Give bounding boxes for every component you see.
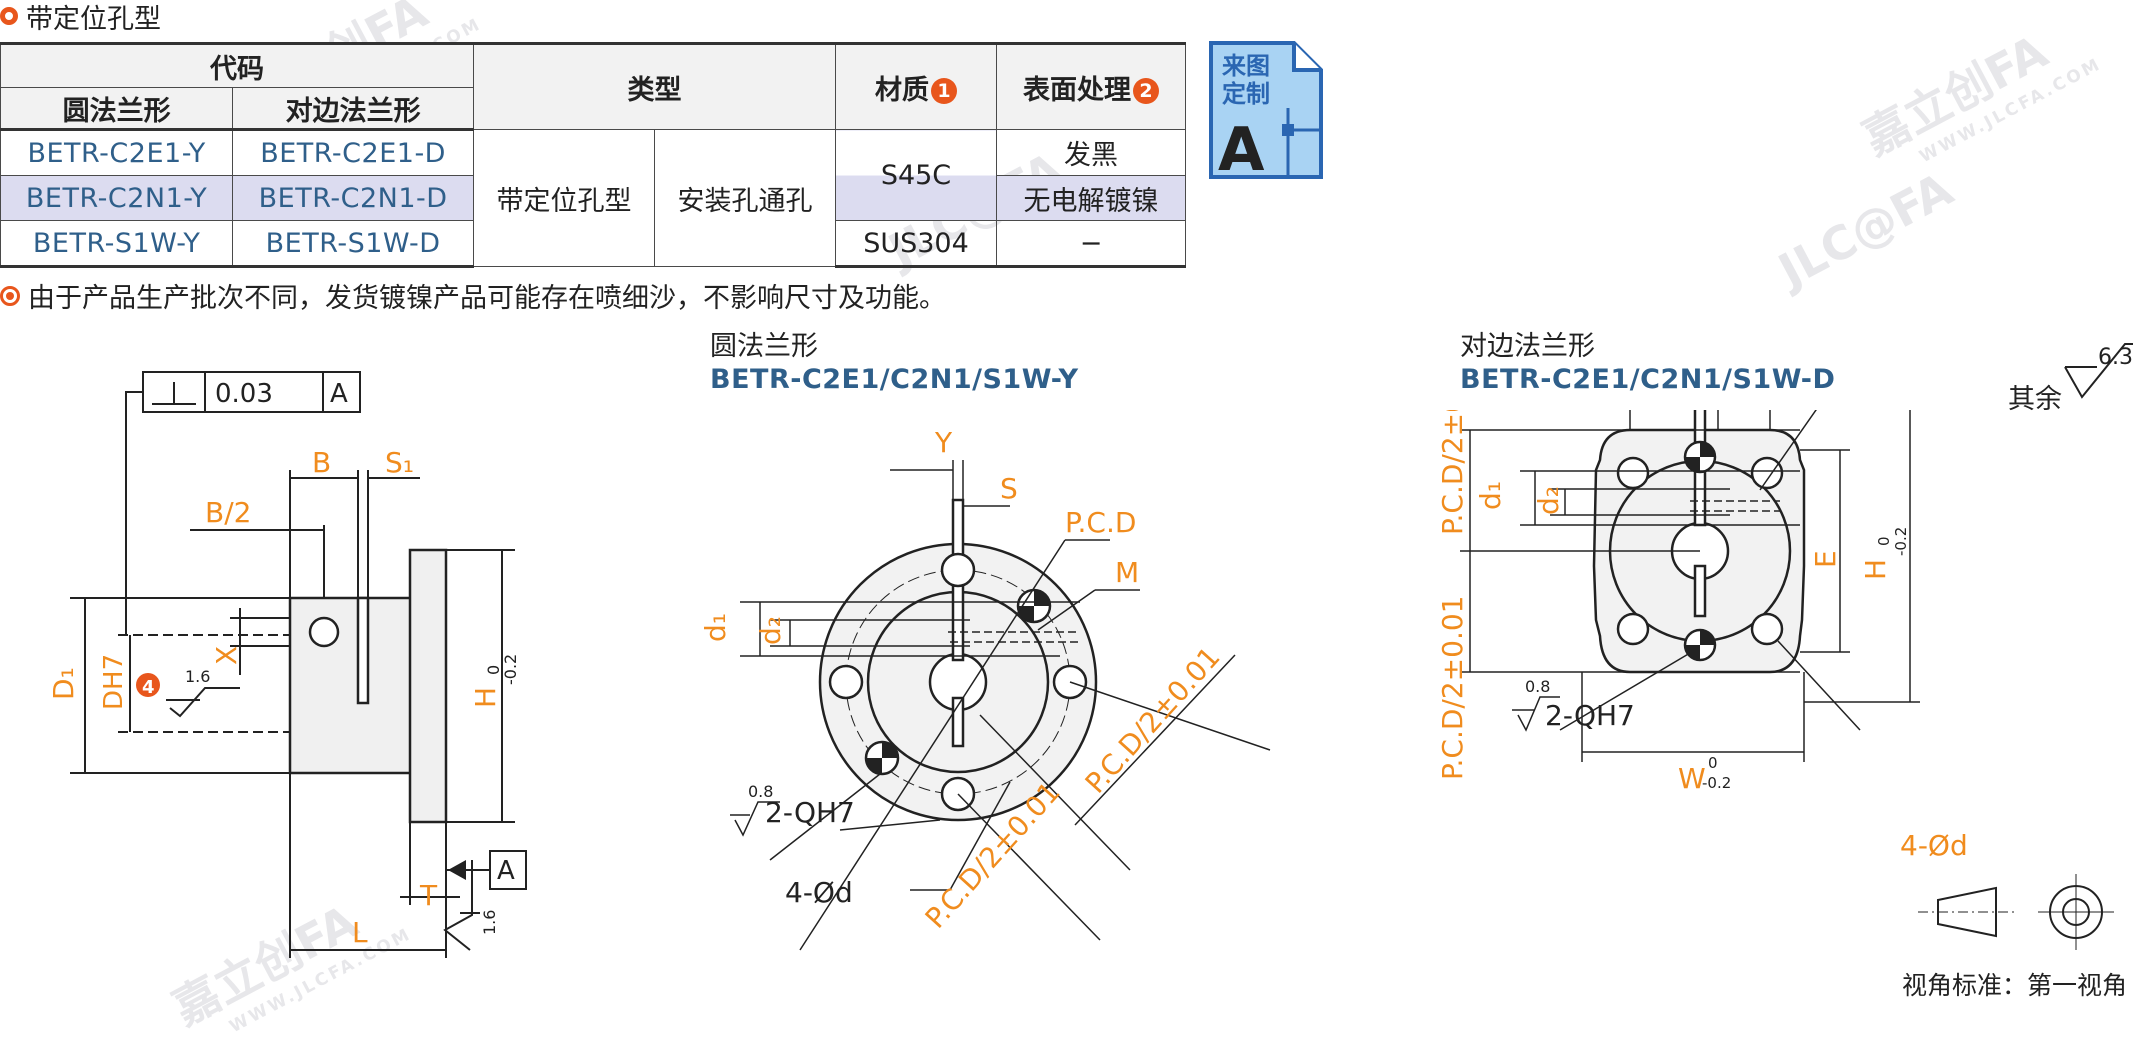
code-cell: BETR-C2N1-Y	[0, 175, 234, 221]
surface-cell: 发黑	[996, 129, 1186, 176]
svg-text:定制: 定制	[1222, 80, 1270, 108]
svg-text:H: H	[469, 687, 502, 708]
svg-text:6.3: 6.3	[2098, 345, 2133, 370]
projection-symbol-icon	[1918, 874, 2114, 950]
svg-text:H: H	[1859, 559, 1892, 580]
svg-text:P.C.D/2±0.01: P.C.D/2±0.01	[1079, 640, 1227, 799]
svg-text:-0.2: -0.2	[1892, 527, 1910, 556]
circle-bullet-icon	[0, 7, 18, 25]
roughness-symbol-icon: 6.3	[2064, 343, 2133, 399]
svg-text:d₁: d₁	[1474, 481, 1507, 510]
svg-text:W: W	[1678, 762, 1706, 795]
header-round: 圆法兰形	[0, 87, 234, 131]
round-flange-drawing: Y S P.C.D M d₁ d₂ P.C.D/2±0.01 P.C.D/2±0…	[699, 426, 1271, 951]
side-view-drawing: B S₁ B/2 D₁ DH7 X H T L 0.03 A A 1.6 0 -…	[47, 371, 527, 958]
svg-text:T: T	[419, 879, 438, 912]
svg-text:d₂: d₂	[754, 616, 787, 645]
svg-text:2-QH7: 2-QH7	[765, 796, 855, 829]
production-note: 由于产品生产批次不同，发货镀镍产品可能存在喷细沙，不影响尺寸及功能。	[0, 276, 946, 315]
projection-standard: 视角标准：第一视角	[1901, 971, 2127, 1000]
svg-text:D₁: D₁	[47, 667, 80, 700]
watermark-logo: JLC@FA	[1770, 161, 1962, 298]
svg-text:0: 0	[484, 665, 503, 675]
svg-text:d₂: d₂	[1532, 486, 1565, 515]
svg-text:A: A	[1218, 115, 1265, 180]
svg-text:4-Ød: 4-Ød	[785, 876, 853, 909]
surface-cell: 无电解镀镍	[996, 175, 1186, 221]
type-cell: 安装孔通孔	[654, 129, 836, 267]
svg-text:B: B	[312, 446, 331, 479]
code-cell: BETR-C2E1-Y	[0, 129, 234, 176]
note-badge: 1	[931, 77, 957, 104]
svg-text:P.C.D: P.C.D	[1065, 506, 1136, 539]
svg-text:E: E	[1809, 550, 1842, 568]
svg-text:0.8: 0.8	[1525, 677, 1550, 696]
svg-text:-0.2: -0.2	[1702, 774, 1731, 792]
svg-text:4: 4	[142, 677, 155, 698]
surface-cell: −	[996, 220, 1186, 268]
svg-text:S₁: S₁	[385, 446, 414, 479]
svg-text:A: A	[497, 856, 515, 886]
code-cell: BETR-S1W-D	[232, 220, 474, 268]
code-cell: BETR-C2E1-D	[232, 129, 474, 176]
document-icon: 来图 定制 A	[1209, 41, 1323, 185]
svg-text:4-Ød: 4-Ød	[1900, 829, 1968, 862]
header-type: 类型	[473, 42, 836, 130]
round-view-header: 圆法兰形 BETR-C2E1/C2N1/S1W-Y	[710, 331, 1079, 395]
svg-text:0: 0	[1708, 754, 1718, 772]
svg-text:0.03: 0.03	[215, 379, 273, 409]
svg-text:B/2: B/2	[205, 496, 251, 529]
svg-text:-0.2: -0.2	[501, 654, 520, 685]
material-cell: SUS304	[835, 220, 997, 268]
svg-text:0: 0	[1875, 536, 1893, 546]
type-cell: 带定位孔型	[473, 129, 655, 267]
opposite-view-header: 对边法兰形 BETR-C2E1/C2N1/S1W-D	[1460, 331, 1836, 395]
svg-text:DH7: DH7	[99, 654, 129, 710]
custom-drawing-badge[interactable]: 来图 定制 A	[1208, 40, 1324, 185]
opposite-flange-drawing: F Y S M d₁ d₂ E H P.C.D/2±0.01 P.C.D/2±0…	[1436, 410, 1968, 862]
svg-text:P.C.D/2±0.01: P.C.D/2±0.01	[1436, 596, 1469, 781]
material-cell: S45C	[835, 129, 997, 221]
svg-text:P.C.D/2±0.01: P.C.D/2±0.01	[1436, 410, 1469, 535]
svg-text:0.8: 0.8	[748, 782, 773, 801]
note-badge: 2	[1133, 77, 1159, 104]
svg-text:d₁: d₁	[699, 613, 732, 642]
svg-text:2-QH7: 2-QH7	[1545, 699, 1635, 732]
bullet-icon	[0, 285, 20, 306]
svg-text:Y: Y	[934, 426, 953, 459]
svg-text:1.6: 1.6	[185, 667, 210, 686]
code-cell: BETR-S1W-Y	[0, 220, 234, 268]
svg-text:来图: 来图	[1222, 52, 1270, 80]
code-cell: BETR-C2N1-D	[232, 175, 474, 221]
svg-text:1.6: 1.6	[480, 910, 499, 935]
header-opposite: 对边法兰形	[232, 87, 474, 131]
svg-text:S: S	[1000, 472, 1018, 505]
header-code: 代码	[0, 42, 474, 88]
svg-text:A: A	[330, 379, 348, 409]
section-title: 带定位孔型	[0, 0, 161, 35]
svg-text:M: M	[1115, 556, 1139, 589]
svg-text:X: X	[210, 646, 243, 665]
svg-text:L: L	[352, 916, 368, 949]
